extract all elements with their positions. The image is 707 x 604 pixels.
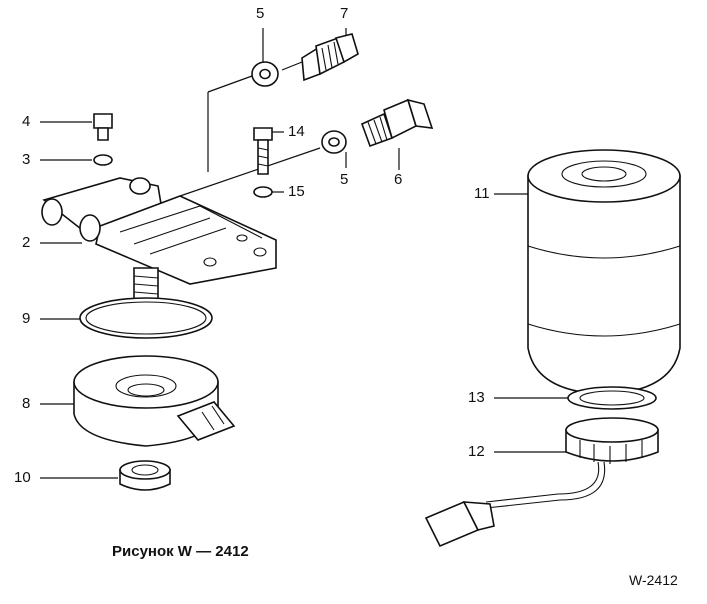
fitting-7 — [301, 33, 359, 82]
label-5-top: 5 — [256, 5, 265, 22]
label-3: 3 — [22, 151, 31, 168]
sensor-12 — [565, 417, 659, 464]
ring-13 — [567, 386, 657, 410]
label-15: 15 — [288, 183, 305, 200]
bolt-14 — [253, 127, 273, 175]
label-6: 6 — [394, 171, 403, 188]
label-8: 8 — [22, 395, 31, 412]
bracket-2 — [41, 177, 277, 285]
filter-11 — [527, 149, 681, 395]
washer-5-top — [251, 61, 279, 87]
washer-15 — [253, 186, 273, 198]
figure-caption: Рисунок W — 2412 — [112, 543, 249, 560]
label-13: 13 — [468, 389, 485, 406]
label-4: 4 — [22, 113, 31, 130]
washer-5-mid — [321, 130, 347, 154]
label-7: 7 — [340, 5, 349, 22]
label-11: 11 — [474, 185, 490, 202]
wire-connector — [424, 461, 606, 548]
label-14: 14 — [288, 123, 305, 140]
washer-3 — [93, 154, 113, 166]
nut-10 — [119, 460, 171, 491]
label-9: 9 — [22, 310, 31, 327]
label-10: 10 — [14, 469, 31, 486]
housing-8 — [73, 355, 236, 447]
bolt-4 — [93, 113, 113, 141]
sensor-6 — [360, 98, 434, 148]
label-2: 2 — [22, 234, 31, 251]
label-5-mid: 5 — [340, 171, 349, 188]
o-ring-9 — [79, 297, 213, 339]
figure-code: W-2412 — [629, 572, 678, 588]
label-12: 12 — [468, 443, 485, 460]
leader-lines — [40, 28, 572, 479]
